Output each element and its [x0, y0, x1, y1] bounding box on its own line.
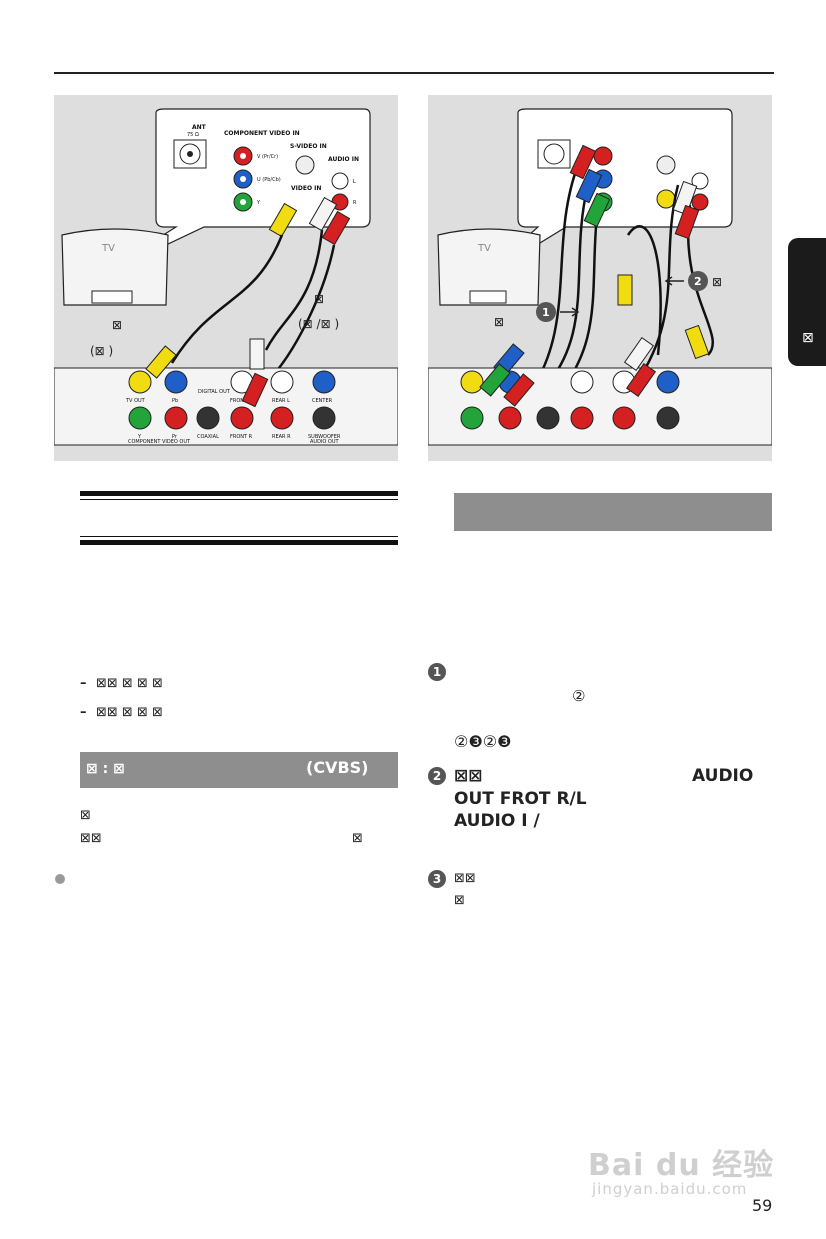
front-l-label: FRONT L	[230, 398, 252, 404]
digital-out-label: DIGITAL OUT	[198, 389, 231, 395]
tv-icon-right	[437, 228, 541, 306]
overlay-left-a: ⊠	[112, 318, 122, 332]
bullet-dot-icon	[55, 874, 65, 884]
overlay-left-b: (⊠ )	[90, 344, 113, 358]
cvbs-bar-right: (CVBS)	[306, 758, 369, 777]
dash-2-text: ⊠⊠ ⊠ ⊠ ⊠	[96, 705, 163, 720]
rear-r-label: REAR R	[272, 434, 291, 440]
tv-label-right: TV	[477, 243, 491, 254]
dash-2-marker: –	[80, 705, 87, 720]
step-2-line1-b: AUDIO	[692, 766, 754, 786]
section-rule-top-thin	[80, 499, 398, 500]
center-label: CENTER	[312, 398, 333, 404]
para-2: ⊠⊠	[80, 831, 102, 846]
dash-1-marker: –	[80, 676, 87, 691]
red-plug-icon	[321, 210, 351, 246]
watermark-url: jingyan.baidu.com	[592, 1180, 748, 1198]
cvbs-section-bar	[80, 752, 398, 788]
watermark-logo: Bai du 经验	[588, 1148, 775, 1183]
coaxial-label: COAXIAL	[197, 434, 219, 440]
audio-out-label: AUDIO OUT	[310, 439, 340, 445]
tv-out-jack-icon	[128, 370, 152, 394]
tv-icon	[61, 228, 169, 306]
side-tab-label: ⊠	[802, 330, 814, 346]
ant-label: ANT	[192, 124, 207, 131]
step-1-badge: 1	[428, 663, 446, 681]
language-side-tab: ⊠	[788, 238, 826, 366]
pr-label: Pr	[172, 434, 178, 440]
u-label: U (Pb/Cb)	[257, 177, 281, 183]
right-section-bar	[454, 493, 772, 531]
overlay-right-b: (⊠ /⊠ )	[298, 317, 339, 331]
step-2-line3: AUDIO I /	[454, 811, 540, 831]
ant-sub-label: 75 Ω	[187, 132, 199, 138]
overlay-label-2: ⊠	[712, 275, 722, 289]
y-label: Y	[256, 200, 261, 206]
marker-2-icon	[688, 271, 708, 291]
subwoofer-label: SUBWOOFER	[308, 434, 341, 440]
step-3-line1: ⊠⊠	[454, 871, 476, 886]
v-label: V (Pr/Cr)	[257, 154, 278, 160]
svideo-label: S-VIDEO IN	[290, 143, 327, 150]
overlay-tv-side: ⊠	[494, 315, 504, 329]
svg-text:1: 1	[542, 306, 550, 319]
component-in-label: COMPONENT VIDEO IN	[224, 130, 300, 137]
svg-text:2: 2	[694, 275, 702, 288]
pb-label: Pb	[172, 398, 178, 404]
step-2-line1-a: ⊠⊠	[454, 766, 483, 786]
y-out-label: Y	[137, 434, 142, 440]
audio-r-label: R	[353, 200, 357, 206]
front-r-label: FRONT R	[230, 434, 253, 440]
para-1: ⊠	[80, 808, 91, 823]
overlay-right-a: ⊠	[314, 292, 324, 306]
step-2-line2: OUT FROT R/L	[454, 789, 587, 809]
section-rule-bottom-thin	[80, 536, 398, 537]
yellow-plug-icon	[268, 202, 298, 238]
step-1-line2: ②	[572, 687, 586, 705]
audio-l-jack-icon	[331, 172, 349, 190]
step-refs: ②❸②❸	[454, 732, 512, 751]
tv-label: TV	[101, 243, 115, 254]
dash-1-text: ⊠⊠ ⊠ ⊠ ⊠	[96, 676, 163, 691]
white-plug-icon	[308, 196, 338, 232]
page-number: 59	[752, 1196, 773, 1215]
step-3-badge: 3	[428, 870, 446, 888]
right-connection-figure: TV 1	[428, 95, 772, 461]
section-rule-bottom	[80, 540, 398, 545]
cvbs-bar-label: ⊠ : ⊠	[86, 761, 125, 777]
audio-in-label: AUDIO IN	[328, 156, 359, 163]
header-rule	[54, 72, 774, 74]
audio-l-label: L	[353, 179, 356, 185]
step-3-line2: ⊠	[454, 893, 465, 908]
para-2-end: ⊠	[352, 831, 363, 846]
marker-1-icon	[536, 302, 556, 322]
step-2-badge: 2	[428, 767, 446, 785]
tv-out-label: TV OUT	[125, 398, 146, 404]
video-in-label: VIDEO IN	[291, 185, 321, 192]
left-connection-figure: ANT 75 Ω COMPONENT VIDEO IN V (Pr/Cr) U …	[54, 95, 398, 461]
rear-l-label: REAR L	[272, 398, 290, 404]
component-out-label: COMPONENT VIDEO OUT	[128, 439, 191, 445]
section-rule-top	[80, 491, 398, 496]
svideo-jack-icon	[295, 155, 315, 175]
